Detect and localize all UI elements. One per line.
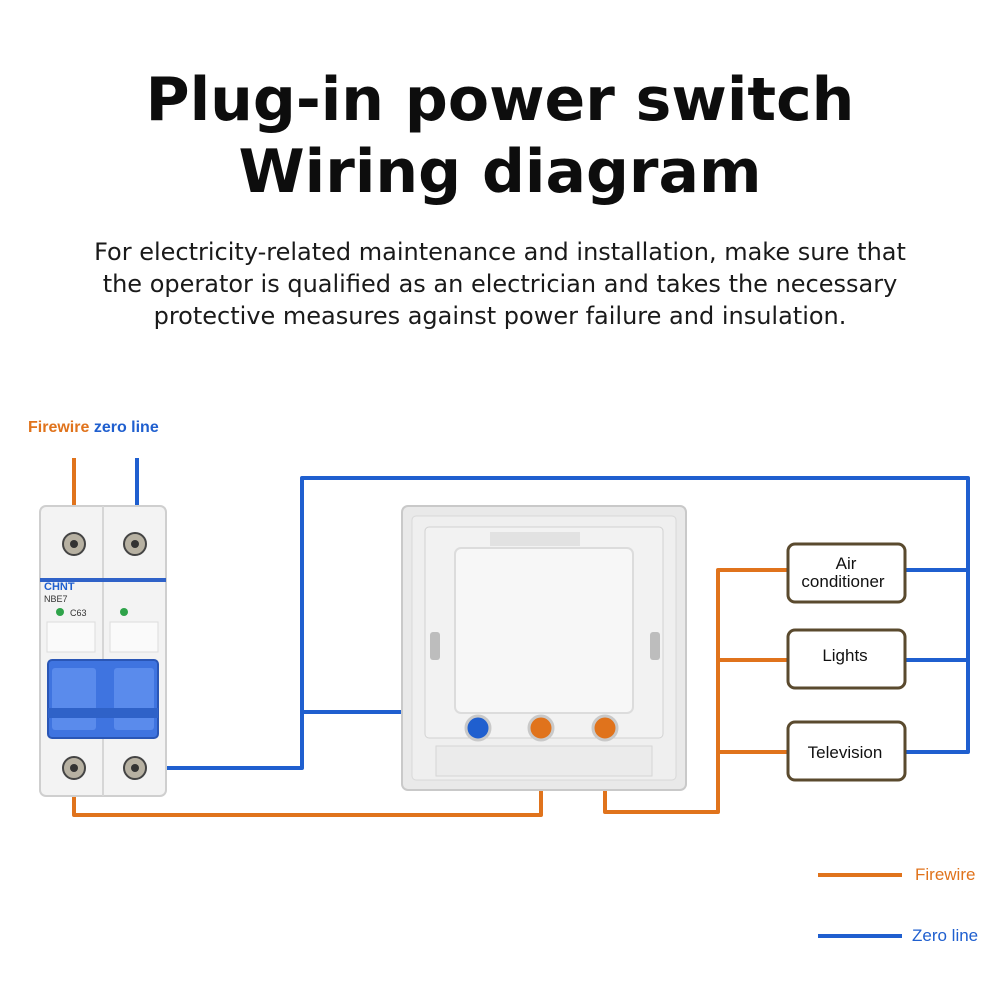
description-line2: the operator is qualified as an electric…: [102, 270, 898, 298]
switch-neutral-terminal: [464, 714, 492, 742]
load-air-conditioner: Air conditioner: [786, 542, 907, 604]
legend-zero-line-label: Zero line: [912, 926, 979, 945]
load-television: Television: [786, 720, 907, 782]
power-switch-icon: [401, 505, 687, 791]
legend-firewire-label: Firewire: [915, 865, 976, 884]
lights-label: Lights: [822, 646, 867, 665]
zero-line-main-wire: [150, 476, 970, 770]
page-title-line1: Plug-in power switch: [145, 65, 855, 135]
page-title-line2: Wiring diagram: [238, 137, 762, 207]
air-conditioner-label-line2: conditioner: [801, 572, 885, 591]
air-conditioner-label-line1: Air: [836, 554, 857, 573]
breaker-brand: CHNT: [44, 581, 75, 593]
top-legend-zero-line: zero line: [93, 419, 159, 436]
top-legend-firewire: Firewire: [28, 419, 90, 436]
circuit-breaker-icon: CHNT NBE7 C63: [39, 505, 167, 797]
breaker-rating: C63: [70, 608, 87, 618]
breaker-model: NBE7: [44, 594, 68, 604]
television-label: Television: [808, 743, 883, 762]
description-line3: protective measures against power failur…: [153, 302, 847, 330]
top-wire-legend: Firewire zero line: [28, 419, 159, 437]
description-line1: For electricity-related maintenance and …: [94, 238, 906, 266]
switch-live-out-terminal: [591, 714, 619, 742]
switch-live-in-terminal: [527, 714, 555, 742]
load-lights: Lights: [786, 628, 907, 690]
